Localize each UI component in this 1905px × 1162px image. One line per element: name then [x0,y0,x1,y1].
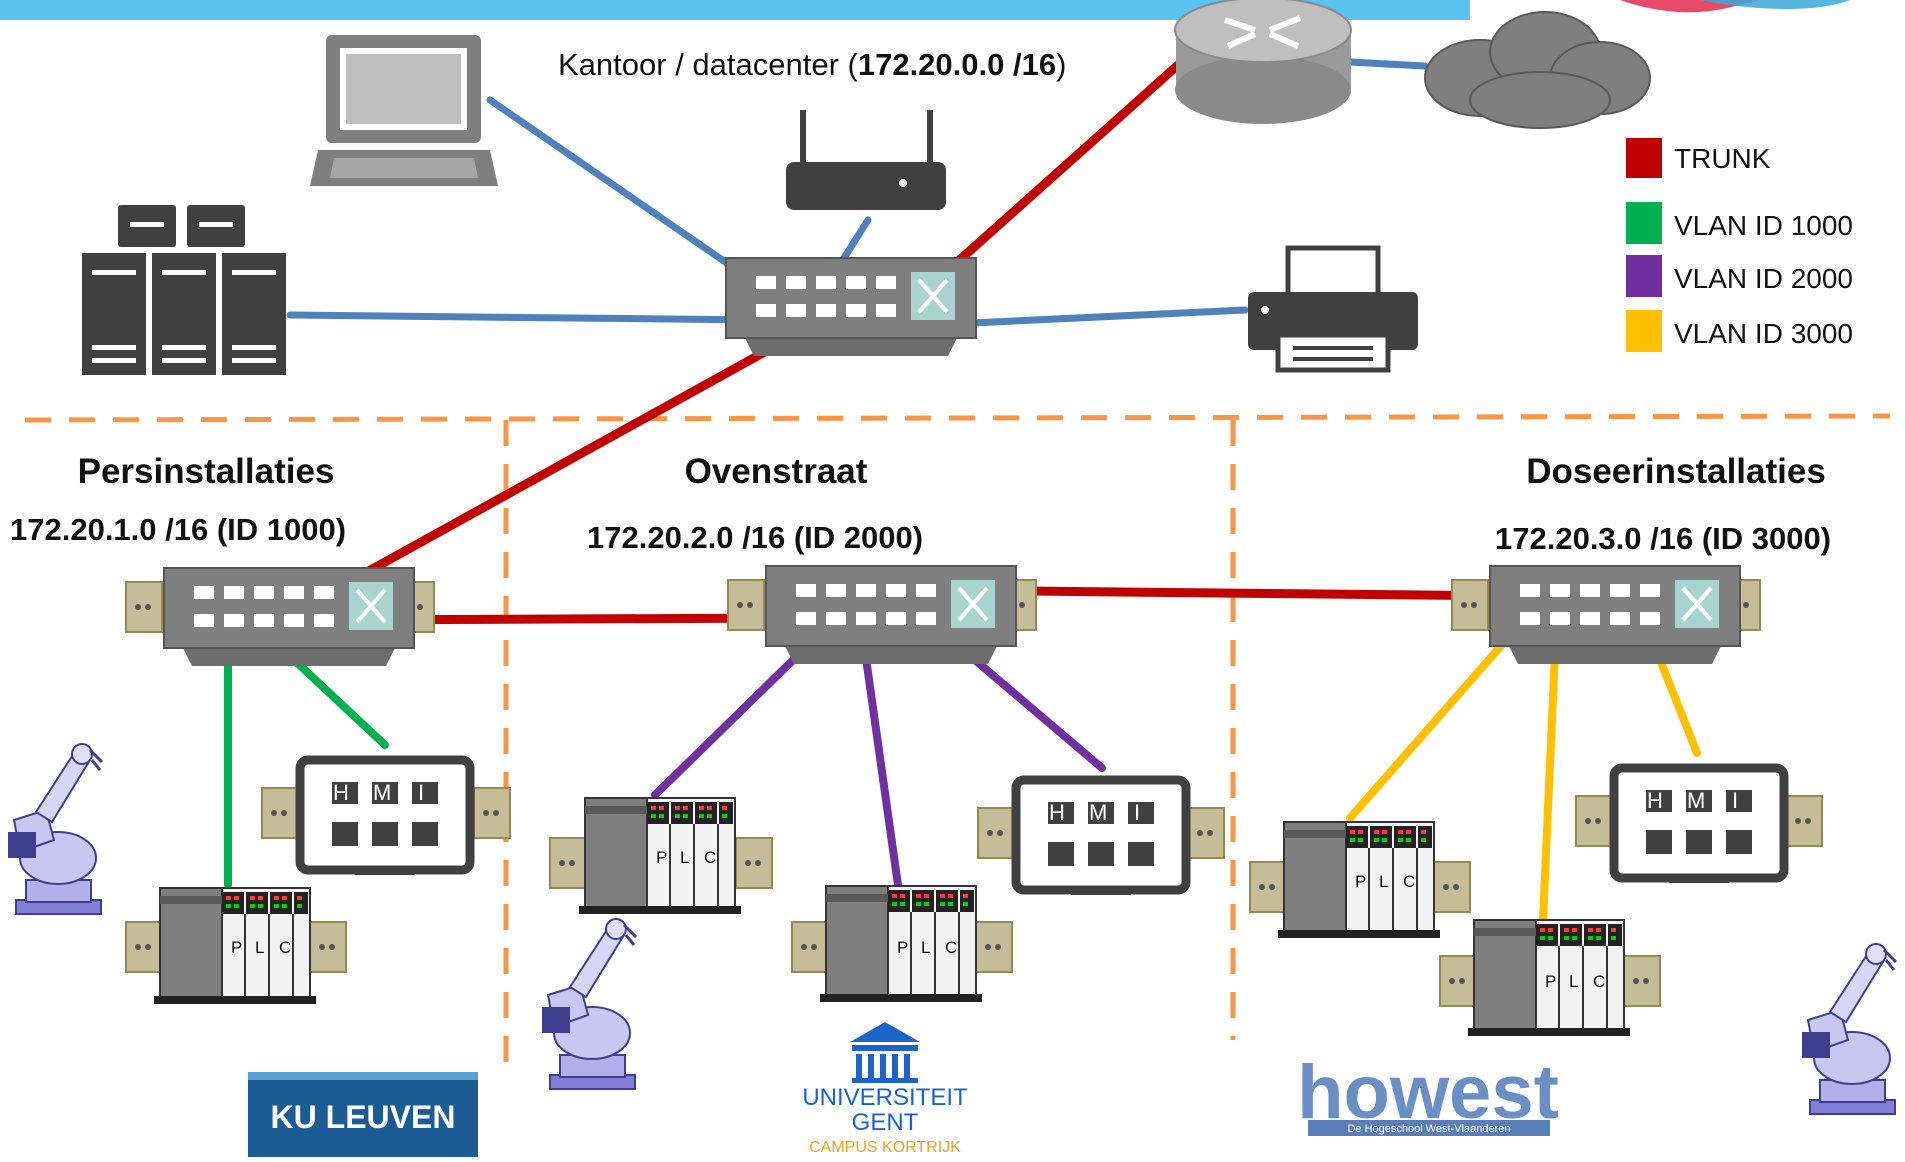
zone-subnet-persinstallaties: 172.20.1.0 /16 (ID 1000) [10,512,346,547]
svg-text:P: P [656,848,667,867]
ugent-logo: UNIVERSITEIT GENT CAMPUS KORTRIJK [802,1022,968,1156]
svg-text:P: P [897,938,908,957]
title-banner [0,0,1470,20]
legend-swatch-vlan-2000 [1626,255,1662,297]
svg-text:I: I [418,780,424,805]
ovenstraat-hmi: H M I [977,780,1225,895]
persinstallaties-plc: P L C [125,887,347,1005]
server-rack-icon [82,205,286,375]
svg-text:C: C [945,938,957,957]
ovenstraat-switch-icon [727,564,1037,666]
robot-arm-icon [1800,942,1898,1116]
link-ovenstraat-plc-2 [858,626,902,889]
link-switch-printer [926,306,1249,329]
svg-text:H: H [1647,788,1663,813]
kuleuven-logo: KU LEUVEN [248,1072,478,1157]
svg-text:P: P [1355,872,1366,891]
zone-title-persinstallaties: Persinstallaties [78,452,335,491]
link-dosering-plc-1 [1346,618,1526,822]
svg-text:L: L [1379,872,1388,891]
zone-subnet-doseerinstallaties: 172.20.3.0 /16 (ID 3000) [1495,521,1831,556]
trunk-core-persinstallaties [315,323,813,603]
ovenstraat-plc-2: P L C [791,885,1013,1003]
svg-text:I: I [1134,800,1140,825]
zone-subnet-ovenstraat: 172.20.2.0 /16 (ID 2000) [587,520,923,555]
internet-cloud-icon [1424,11,1651,129]
zone-title-ovenstraat: Ovenstraat [685,452,868,491]
office-label: Kantoor / datacenter (172.20.0.0 /16) [558,47,1066,82]
link-server-switch [286,311,764,324]
printer-icon [1248,245,1418,373]
svg-text:M: M [373,780,391,805]
legend-label-trunk: TRUNK [1674,143,1771,174]
laptop-icon [310,35,498,186]
legend-label-vlan-2000: VLAN ID 2000 [1674,263,1853,294]
robot-arm-icon [540,917,638,1091]
svg-text:H: H [333,780,349,805]
zone-separators [24,413,1891,1080]
separator-horizontal [24,413,1891,423]
legend: TRUNK VLAN ID 1000 VLAN ID 2000 VLAN ID … [1626,138,1853,352]
svg-text:M: M [1687,788,1705,813]
brand-logo-corner-blue [1700,0,1850,9]
persinstallaties-hmi: H M I [261,760,511,875]
svg-text:C: C [704,848,716,867]
legend-label-vlan-3000: VLAN ID 3000 [1674,318,1853,349]
trunk-router-core [921,60,1183,295]
svg-text:I: I [1732,788,1738,813]
ovenstraat-plc-1: P L C [549,797,773,915]
svg-text:L: L [921,938,930,957]
svg-text:CAMPUS KORTRIJK: CAMPUS KORTRIJK [809,1139,961,1156]
svg-text:GENT: GENT [852,1109,919,1136]
dosering-plc-2: P L C [1439,919,1661,1037]
legend-swatch-trunk [1626,138,1662,178]
dosering-plc-1: P L C [1249,821,1471,939]
zone-title-doseerinstallaties: Doseerinstallaties [1526,452,1826,491]
svg-text:L: L [1569,972,1578,991]
robot-arm-icon [6,742,104,916]
core-switch-icon [724,256,978,358]
legend-swatch-vlan-1000 [1626,202,1662,244]
svg-text:P: P [1545,972,1556,991]
svg-text:C: C [1403,872,1415,891]
persinstallaties-switch-icon [125,566,435,668]
link-laptop-switch [486,96,770,294]
wireless-router-icon [786,110,946,210]
legend-swatch-vlan-3000 [1626,310,1662,352]
howest-logo: howest De Hogeschool West-Vlaanderen [1297,1050,1559,1136]
svg-text:De Hogeschool West-Vlaanderen: De Hogeschool West-Vlaanderen [1347,1123,1510,1135]
core-router-icon [1174,0,1352,124]
link-router-cloud [1346,58,1429,70]
svg-text:H: H [1049,800,1065,825]
svg-text:L: L [680,848,689,867]
svg-text:L: L [255,938,264,957]
svg-text:M: M [1089,800,1107,825]
svg-text:C: C [1593,972,1605,991]
link-dosering-plc-2 [1539,626,1560,924]
svg-text:P: P [231,938,242,957]
dosering-hmi: H M I [1575,768,1823,883]
svg-text:UNIVERSITEIT: UNIVERSITEIT [802,1084,968,1111]
svg-text:C: C [279,938,291,957]
legend-label-vlan-1000: VLAN ID 1000 [1674,210,1853,241]
svg-text:KU LEUVEN: KU LEUVEN [271,1099,456,1135]
